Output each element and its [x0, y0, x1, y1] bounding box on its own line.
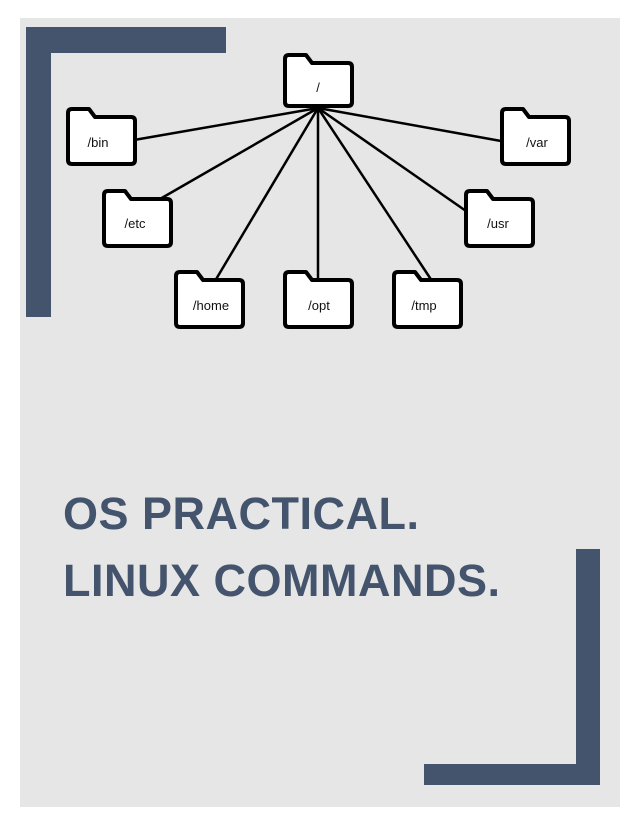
- folder-label-etc: /etc: [125, 216, 146, 231]
- folder-label-var: /var: [526, 135, 548, 150]
- bottom-right-bracket-horizontal: [424, 764, 600, 785]
- folder-label-usr: /usr: [487, 216, 509, 231]
- folder-icon: [66, 107, 137, 166]
- folder-bin-node: /bin: [66, 107, 137, 166]
- connector-tmp: [316, 107, 434, 282]
- bottom-right-bracket-vertical: [576, 549, 600, 785]
- folder-var-node: /var: [500, 107, 571, 166]
- folder-tmp-node: /tmp: [392, 270, 463, 329]
- folder-label-tmp: /tmp: [411, 298, 436, 313]
- tree-connectors: [133, 106, 502, 282]
- folder-opt-node: /opt: [283, 270, 354, 329]
- connector-usr: [317, 106, 467, 213]
- folder-root-node: /: [283, 53, 354, 108]
- folder-etc-node: /etc: [102, 189, 173, 248]
- document-title-line-2: LINUX COMMANDS.: [63, 555, 501, 606]
- folder-icon: [500, 107, 571, 166]
- folder-label-root: /: [316, 80, 320, 95]
- folder-icon: [283, 270, 354, 329]
- folder-home-node: /home: [174, 270, 245, 329]
- connector-var: [317, 106, 502, 143]
- folder-icon: [392, 270, 463, 329]
- folder-usr-node: /usr: [464, 189, 535, 248]
- folder-label-opt: /opt: [308, 298, 330, 313]
- folder-label-bin: /bin: [88, 135, 109, 150]
- folder-icon: [102, 189, 173, 248]
- folder-icon: [174, 270, 245, 329]
- folder-label-home: /home: [193, 298, 229, 313]
- top-left-bracket-vertical: [26, 27, 51, 317]
- connector-home: [213, 107, 320, 282]
- top-left-bracket-horizontal: [26, 27, 226, 53]
- connector-etc: [159, 106, 319, 201]
- document-title-line-1: OS PRACTICAL.: [63, 488, 420, 539]
- connector-bin: [133, 106, 319, 142]
- folder-icon: [464, 189, 535, 248]
- folder-icon: [283, 53, 354, 108]
